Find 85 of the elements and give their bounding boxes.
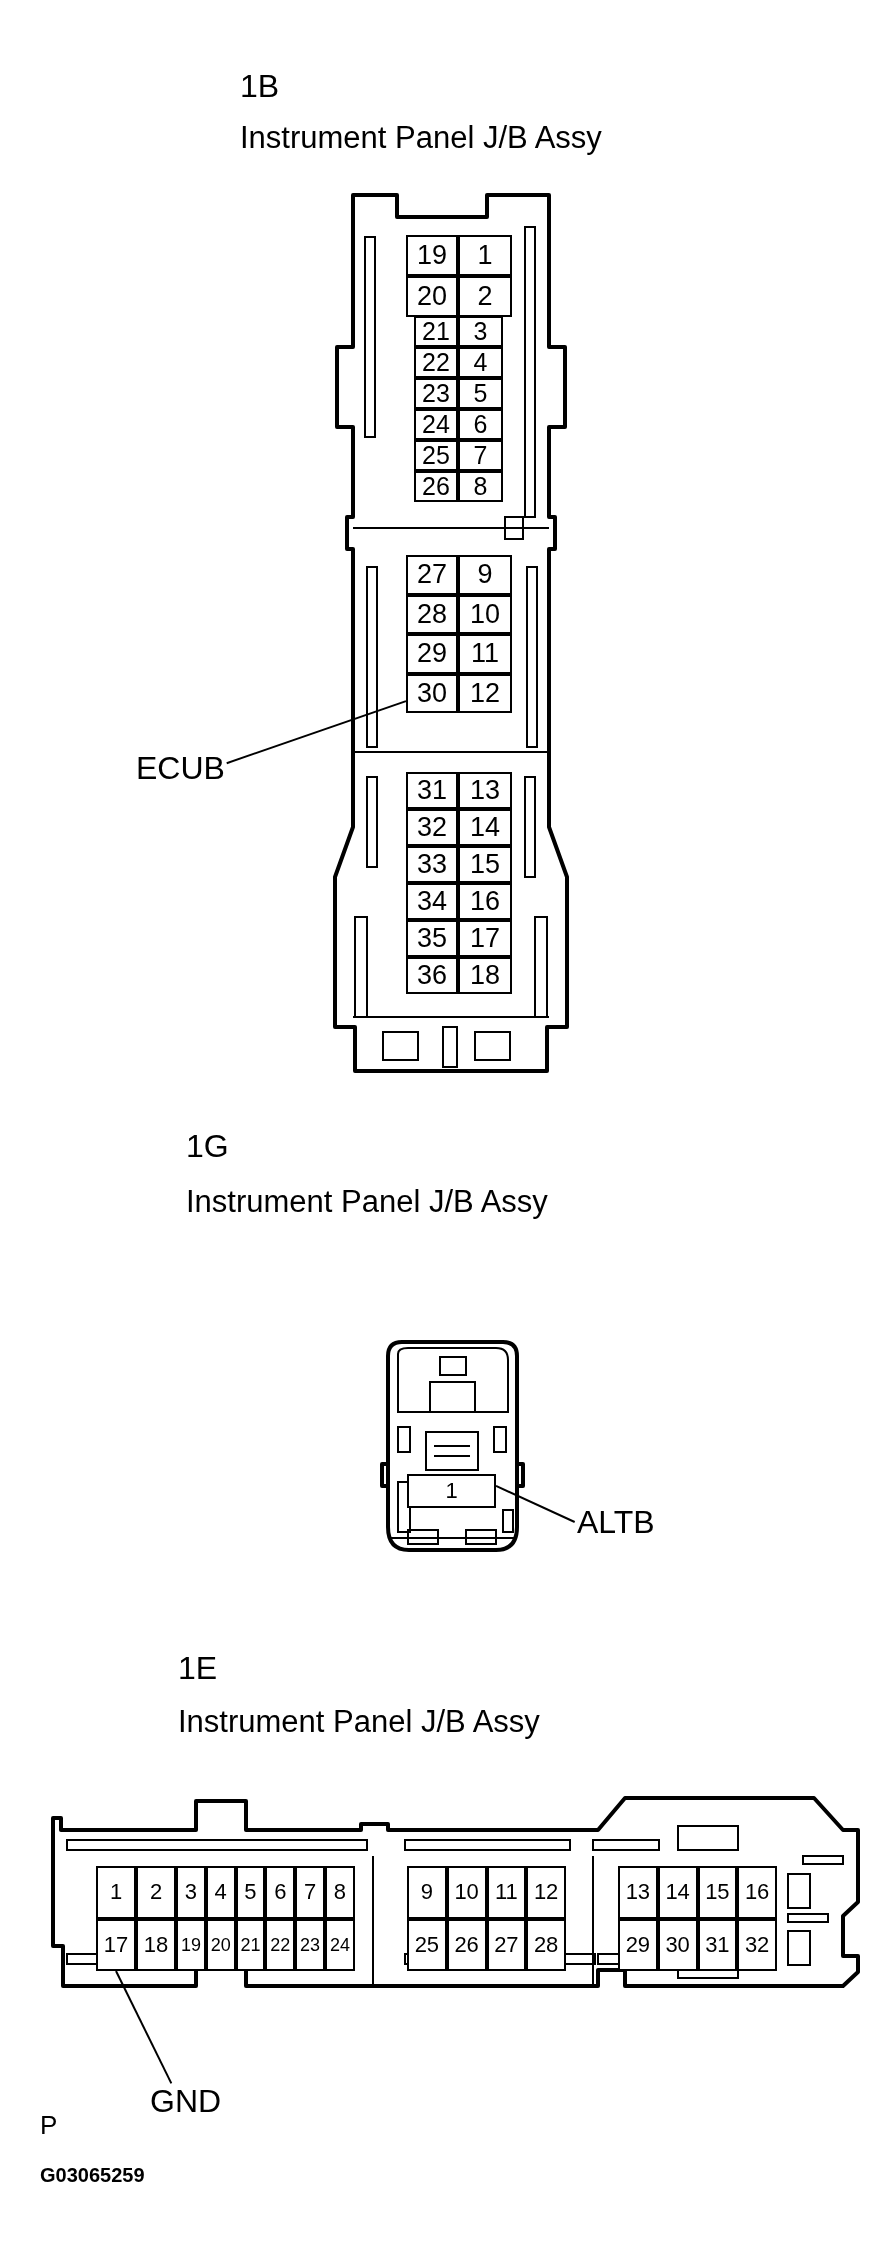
terminal-cavity: 34: [406, 883, 458, 920]
connector-name: Instrument Panel J/B Assy: [178, 1706, 540, 1737]
terminal-cavity: 4: [458, 347, 503, 378]
terminal-cavity: 1: [458, 235, 512, 276]
terminal-cavity: 23: [295, 1918, 325, 1971]
page-mark: P: [40, 2112, 58, 2138]
terminal-cavity: 35: [406, 920, 458, 957]
terminal-cavity: 31: [406, 772, 458, 809]
connector-code: 1E: [178, 1652, 218, 1684]
terminal-cavity: 2: [136, 1866, 176, 1919]
leader-line: [225, 700, 407, 765]
figure-code: G03065259: [40, 2165, 145, 2185]
terminal-cavity: 15: [458, 846, 512, 883]
terminal-cavity: 21: [414, 316, 458, 347]
terminal-cavity: 21: [235, 1918, 266, 1971]
terminal-cavity: 1: [96, 1866, 136, 1919]
terminal-cavity: 5: [235, 1866, 266, 1919]
terminal-cavity: 36: [406, 957, 458, 994]
terminal-cavity: 27: [486, 1918, 527, 1971]
terminal-cavity: 16: [737, 1866, 777, 1919]
terminal-cavity: 9: [407, 1866, 447, 1919]
terminal-cavity: 33: [406, 846, 458, 883]
connector-housing-drawing: [53, 1796, 858, 1990]
terminal-cavity: 11: [486, 1866, 527, 1919]
terminal-cavity: 4: [205, 1866, 236, 1919]
terminal-cavity: 32: [406, 809, 458, 846]
terminal-cavity: 28: [526, 1918, 566, 1971]
connector-name: Instrument Panel J/B Assy: [186, 1186, 548, 1217]
connector-code: 1B: [240, 70, 280, 102]
terminal-cavity: 5: [458, 378, 503, 409]
terminal-cavity: 16: [458, 883, 512, 920]
terminal-cavity: 27: [406, 555, 458, 595]
terminal-cavity: 20: [406, 276, 458, 317]
terminal-cavity: 29: [618, 1918, 658, 1971]
terminal-cavity: 6: [265, 1866, 296, 1919]
terminal-cavity: 26: [446, 1918, 487, 1971]
terminal-cavity: 23: [414, 378, 458, 409]
terminal-cavity: 2: [458, 276, 512, 317]
terminal-cavity: 20: [205, 1918, 236, 1971]
terminal-cavity: 28: [406, 594, 458, 634]
terminal-label: ECUB: [136, 752, 225, 784]
terminal-cavity: 12: [458, 673, 512, 713]
connector-code: 1G: [186, 1130, 229, 1162]
terminal-cavity: 25: [414, 440, 458, 471]
connector-housing-drawing: [378, 1342, 527, 1555]
terminal-label: GND: [150, 2085, 222, 2117]
terminal-cavity: 6: [458, 409, 503, 440]
terminal-cavity: 7: [295, 1866, 325, 1919]
terminal-cavity: 7: [458, 440, 503, 471]
terminal-cavity: 19: [406, 235, 458, 276]
terminal-cavity: 29: [406, 634, 458, 674]
terminal-cavity: 30: [657, 1918, 698, 1971]
terminal-cavity: 13: [618, 1866, 658, 1919]
terminal-label: ALTB: [577, 1506, 655, 1538]
terminal-cavity: 11: [458, 634, 512, 674]
terminal-cavity: 24: [414, 409, 458, 440]
terminal-cavity: 30: [406, 673, 458, 713]
terminal-cavity: 3: [458, 316, 503, 347]
terminal-cavity: 9: [458, 555, 512, 595]
terminal-cavity: 10: [446, 1866, 487, 1919]
terminal-cavity: 32: [737, 1918, 777, 1971]
terminal-cavity: 24: [325, 1918, 355, 1971]
leader-line: [495, 1484, 576, 1523]
terminal-cavity: 18: [458, 957, 512, 994]
terminal-cavity: 1: [407, 1474, 496, 1508]
terminal-cavity: 19: [176, 1918, 206, 1971]
terminal-cavity: 22: [265, 1918, 296, 1971]
terminal-cavity: 14: [458, 809, 512, 846]
terminal-cavity: 8: [325, 1866, 355, 1919]
terminal-cavity: 14: [657, 1866, 698, 1919]
terminal-cavity: 13: [458, 772, 512, 809]
terminal-cavity: 17: [96, 1918, 136, 1971]
terminal-cavity: 25: [407, 1918, 447, 1971]
terminal-cavity: 26: [414, 471, 458, 502]
connector-name: Instrument Panel J/B Assy: [240, 122, 602, 153]
terminal-cavity: 17: [458, 920, 512, 957]
terminal-cavity: 10: [458, 594, 512, 634]
terminal-cavity: 8: [458, 471, 503, 502]
terminal-cavity: 15: [697, 1866, 738, 1919]
terminal-cavity: 3: [176, 1866, 206, 1919]
terminal-cavity: 31: [697, 1918, 738, 1971]
terminal-cavity: 12: [526, 1866, 566, 1919]
leader-line: [115, 1970, 173, 2085]
terminal-cavity: 22: [414, 347, 458, 378]
terminal-cavity: 18: [136, 1918, 176, 1971]
